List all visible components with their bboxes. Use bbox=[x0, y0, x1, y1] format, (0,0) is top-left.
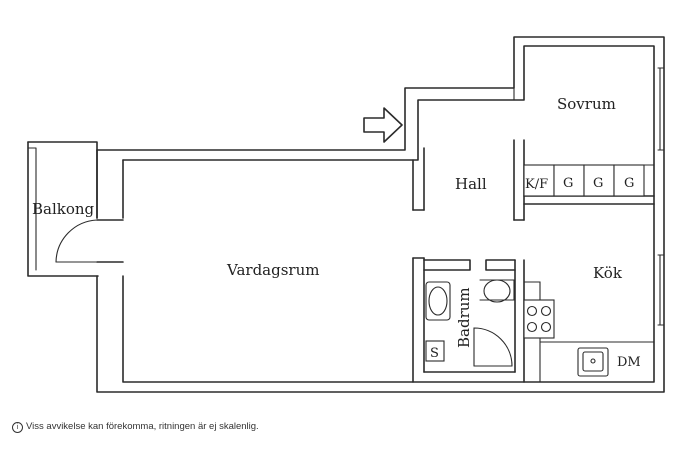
fixture-label-g2: G bbox=[593, 176, 603, 191]
stove bbox=[523, 299, 555, 339]
room-label-badrum: Badrum bbox=[455, 287, 473, 348]
room-label-kok: Kök bbox=[593, 264, 623, 282]
room-label-vardagsrum: Vardagsrum bbox=[226, 261, 319, 279]
fixture-label-g1: G bbox=[563, 176, 573, 191]
disclaimer-text: Viss avvikelse kan förekomma, ritningen … bbox=[26, 421, 259, 432]
closets bbox=[523, 164, 655, 197]
room-label-balkong: Balkong bbox=[32, 200, 95, 218]
fixture-label-s: S bbox=[430, 346, 439, 361]
entrance-arrow bbox=[363, 107, 403, 143]
fixture-label-kf: K/F bbox=[525, 177, 548, 192]
outer-walls bbox=[96, 36, 665, 393]
balcony-door bbox=[55, 219, 98, 263]
fixture-label-dm: DM bbox=[617, 355, 641, 370]
bathroom-fixtures bbox=[425, 279, 515, 367]
fixture-label-g3: G bbox=[624, 176, 634, 191]
info-icon: i bbox=[12, 422, 23, 433]
room-label-hall: Hall bbox=[455, 175, 487, 193]
kitchen-sink bbox=[577, 347, 609, 377]
room-label-sovrum: Sovrum bbox=[557, 95, 616, 113]
